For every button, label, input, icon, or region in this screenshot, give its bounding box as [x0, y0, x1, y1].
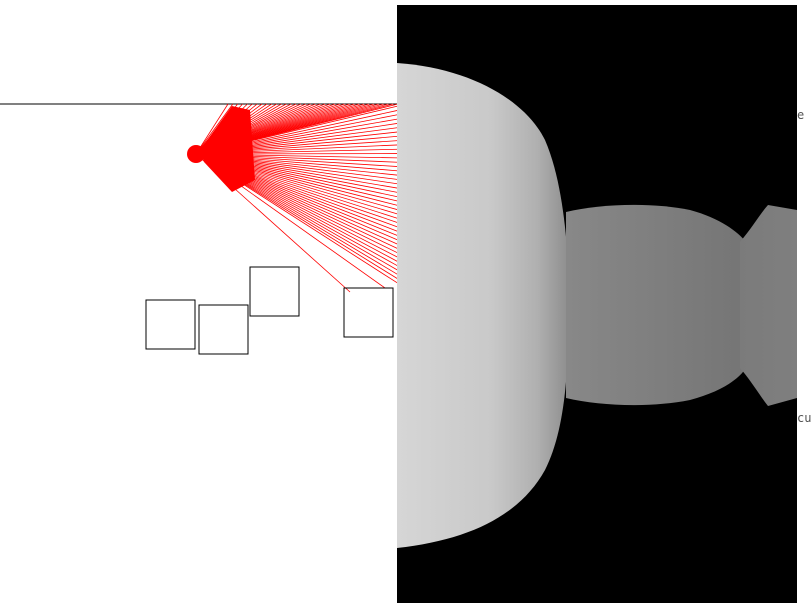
wall-slice-far [740, 205, 797, 406]
ray-fan [196, 104, 398, 292]
obstacle-box [199, 305, 248, 354]
side-text: e ( [797, 109, 811, 121]
obstacle-box [344, 288, 393, 337]
wall-slice-middle [566, 205, 746, 405]
side-text: cu [797, 412, 811, 424]
ray-fan-core [200, 106, 255, 192]
obstacle-box [250, 267, 299, 316]
player-dot[interactable] [187, 145, 205, 163]
render-viewport [397, 5, 797, 603]
obstacle-box [146, 300, 195, 349]
